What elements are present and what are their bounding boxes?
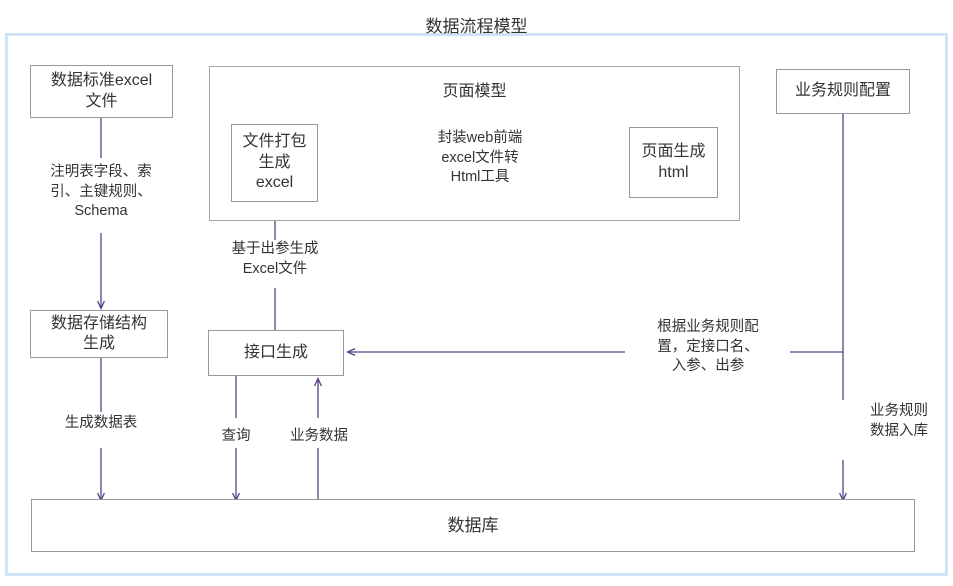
- page-title: 数据流程模型: [425, 17, 528, 36]
- node-file-package-generate-excel[interactable]: 文件打包 生成 excel: [231, 124, 318, 202]
- node-data-standard-excel-file[interactable]: 数据标准excel 文件: [30, 65, 173, 118]
- node-data-storage-structure-generation[interactable]: 数据存储结构 生成: [30, 310, 168, 358]
- edge-label-business-rule-data-into-db: 业务规则 数据入库: [870, 403, 928, 439]
- edge-label-business-data: 业务数据: [290, 428, 348, 444]
- node-database[interactable]: 数据库: [31, 499, 915, 552]
- node-interface-generation[interactable]: 接口生成: [208, 330, 344, 376]
- node-page-generate-html[interactable]: 页面生成 html: [629, 127, 718, 198]
- edge-label-query: 查询: [221, 428, 251, 444]
- node-business-rule-config[interactable]: 业务规则配置: [776, 69, 910, 114]
- page-model-group-title: 页面模型: [442, 83, 507, 100]
- diagram-outer-frame: [5, 33, 948, 576]
- edge-label-generate-excel-from-output-params: 基于出参生成 Excel文件: [231, 241, 319, 277]
- edge-label-annotate-table-fields: 注明表字段、索 引、主键规则、 Schema: [50, 164, 152, 220]
- edge-label-generate-data-table: 生成数据表: [64, 415, 138, 431]
- edge-label-encapsulate-web-frontend-tool: 封装web前端 excel文件转 Html工具: [437, 130, 523, 186]
- edge-label-per-business-rule-config: 根据业务规则配 置，定接口名、 入参、出参: [657, 319, 759, 375]
